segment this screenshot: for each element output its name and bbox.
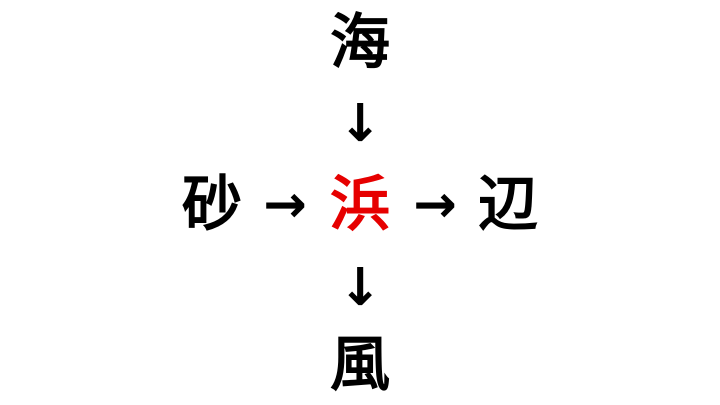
- arrow-right-center: →: [413, 175, 457, 235]
- arrow-down-top: ↓: [338, 94, 382, 154]
- bottom-character: 風: [330, 330, 390, 400]
- center-answer-character: 浜: [330, 170, 390, 240]
- left-character: 砂: [182, 170, 242, 240]
- arrow-right-left: →: [263, 175, 307, 235]
- right-character: 辺: [478, 170, 538, 240]
- arrow-down-bottom: ↓: [338, 258, 382, 318]
- top-character: 海: [330, 8, 390, 78]
